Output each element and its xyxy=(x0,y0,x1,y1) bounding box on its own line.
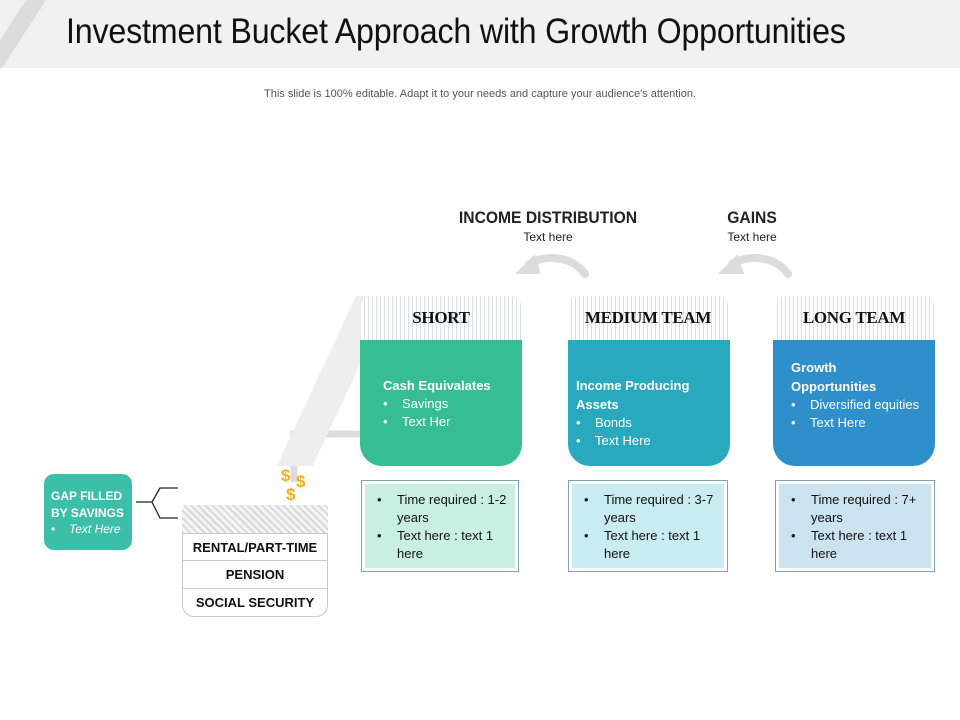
bucket-medium-title: Income Producing Assets xyxy=(576,378,690,412)
bucket-medium-body: Income Producing Assets Bonds Text Here xyxy=(568,340,730,466)
stack-row-rental: RENTAL/PART-TIME xyxy=(182,533,328,561)
bucket-short-tab: SHORT xyxy=(361,296,521,340)
income-distribution-heading: INCOME DISTRIBUTION xyxy=(458,208,638,227)
header-bar xyxy=(0,0,960,68)
curved-arrow-gains xyxy=(718,254,792,278)
gains-heading: GAINS xyxy=(727,208,777,227)
list-item: Text Her xyxy=(383,413,514,431)
stack-row-pension: PENSION xyxy=(182,561,328,589)
bracket-connector xyxy=(136,487,178,519)
list-item: Text here : text 1 here xyxy=(580,527,718,563)
gap-filled-title: GAP FILLED BY SAVINGS xyxy=(51,489,124,520)
list-item: Text Here xyxy=(51,522,128,537)
bucket-short-body: Cash Equivalates Savings Text Her xyxy=(360,340,522,466)
bucket-short-label: SHORT xyxy=(412,308,470,327)
list-item: Bonds xyxy=(576,414,722,432)
income-stack: RENTAL/PART-TIME PENSION SOCIAL SECURITY xyxy=(182,505,328,617)
info-panel: Time required : 7+ years Text here : tex… xyxy=(779,484,931,568)
list-item: Text Here xyxy=(576,432,722,450)
gains-subtext: Text here xyxy=(727,230,777,244)
dollar-icon: $ xyxy=(281,466,291,485)
list-item: Time required : 3-7 years xyxy=(580,491,718,527)
gap-filled-box: GAP FILLED BY SAVINGS Text Here xyxy=(44,474,132,550)
list-item: Text Here xyxy=(791,414,927,432)
curved-arrow-income xyxy=(515,254,589,278)
bucket-medium-info-box: Time required : 3-7 years Text here : te… xyxy=(568,480,728,572)
stack-hatch-top xyxy=(182,505,328,533)
list-item: Time required : 7+ years xyxy=(787,491,925,527)
page-title: Investment Bucket Approach with Growth O… xyxy=(66,12,846,51)
info-panel: Time required : 3-7 years Text here : te… xyxy=(572,484,724,568)
bucket-medium-tab: MEDIUM TEAM xyxy=(568,296,728,340)
bucket-long-label: LONG TEAM xyxy=(802,308,906,327)
list-item: Text here : text 1 here xyxy=(787,527,925,563)
dollar-icon: $ xyxy=(296,472,306,491)
bucket-long-info-box: Time required : 7+ years Text here : tex… xyxy=(775,480,935,572)
bucket-short-info-box: Time required : 1-2 years Text here : te… xyxy=(361,480,519,572)
bucket-medium-label: MEDIUM TEAM xyxy=(584,308,712,327)
info-panel: Time required : 1-2 years Text here : te… xyxy=(365,484,515,568)
bucket-long-body: Growth Opportunities Diversified equitie… xyxy=(773,340,935,466)
income-distribution-subtext: Text here xyxy=(523,230,573,244)
bucket-short-title: Cash Equivalates xyxy=(383,378,491,393)
list-item: Time required : 1-2 years xyxy=(373,491,509,527)
dollar-icon: $ xyxy=(286,485,296,504)
stack-row-social-security: SOCIAL SECURITY xyxy=(182,589,328,617)
page-subtitle: This slide is 100% editable. Adapt it to… xyxy=(264,88,696,100)
bucket-long-tab: LONG TEAM xyxy=(774,296,934,340)
bucket-long-title: Growth Opportunities xyxy=(791,360,877,394)
list-item: Text here : text 1 here xyxy=(373,527,509,563)
header-slash-decoration xyxy=(0,0,46,68)
list-item: Savings xyxy=(383,395,514,413)
list-item: Diversified equities xyxy=(791,396,927,414)
